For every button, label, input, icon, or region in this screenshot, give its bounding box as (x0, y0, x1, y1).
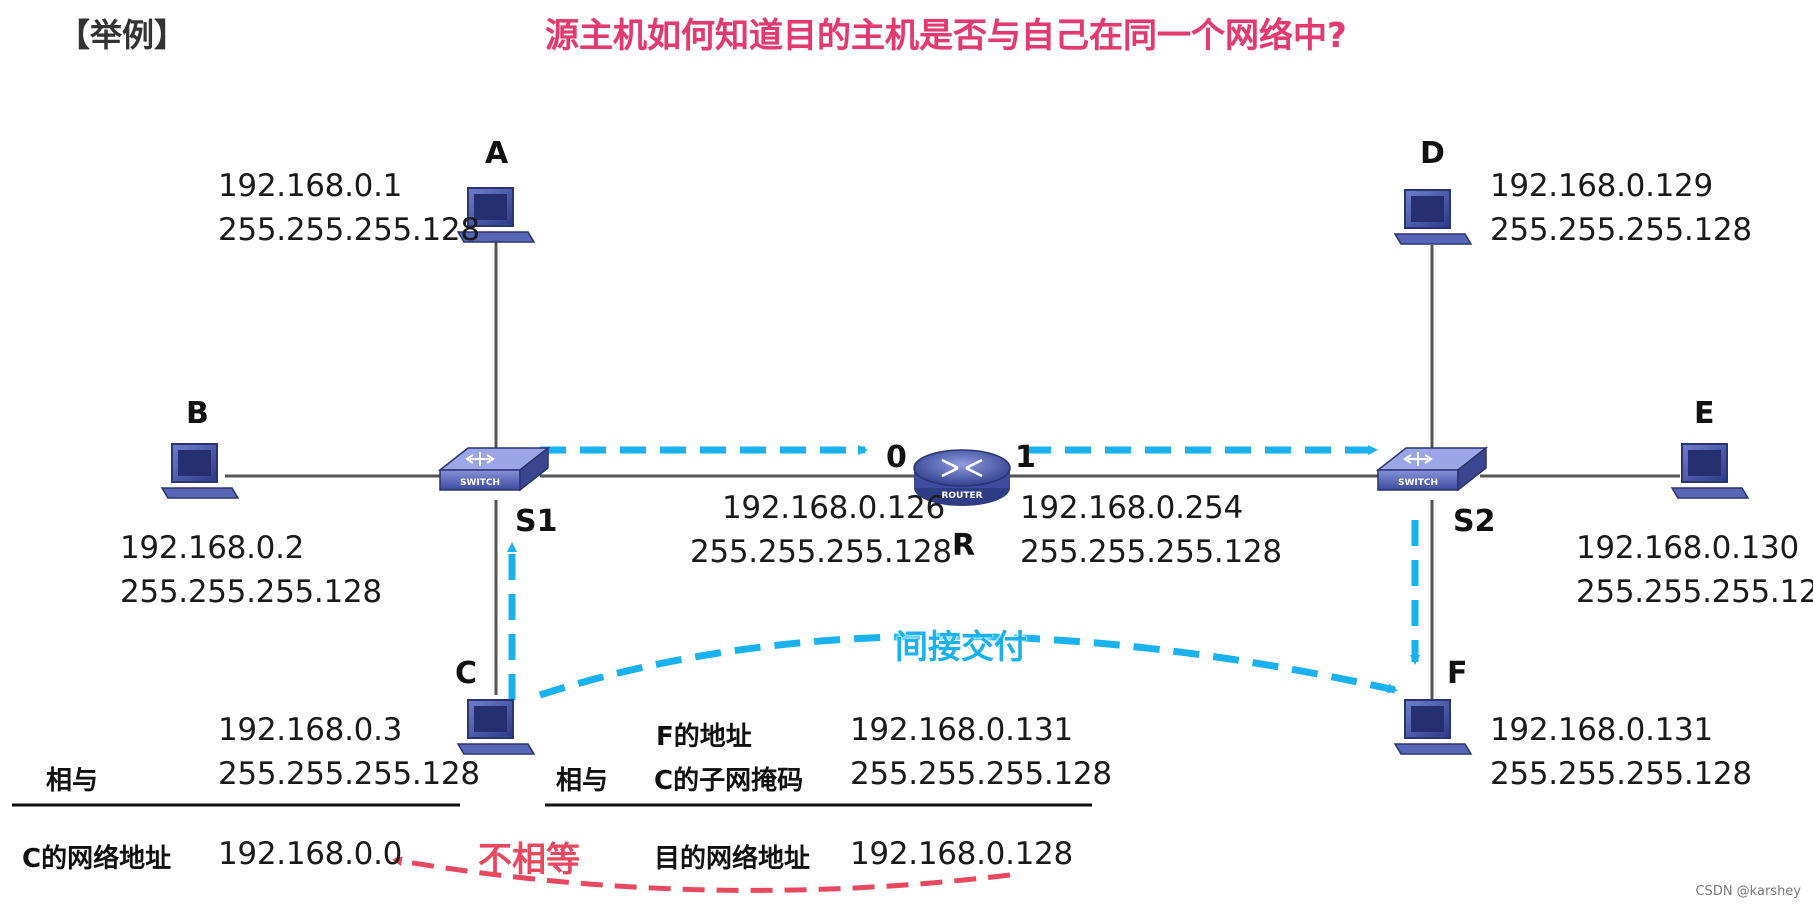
host-c-ip: 192.168.0.3 (218, 712, 403, 748)
destination-network-label: 目的网络地址 (654, 844, 811, 874)
host-a-mask: 255.255.255.128 (218, 212, 480, 248)
host-e-ip: 192.168.0.130 (1576, 530, 1799, 566)
router-label: R (952, 528, 976, 563)
c-subnet-mask-value: 255.255.255.128 (850, 756, 1112, 792)
not-equal-label: 不相等 (478, 840, 580, 880)
left-and-label: 相与 (46, 766, 99, 796)
switch-s1-device-text: SWITCH (460, 478, 500, 488)
delivery-arrows (507, 445, 1420, 700)
host-b-mask: 255.255.255.128 (120, 574, 382, 610)
pc-icon-b (160, 443, 240, 499)
watermark: CSDN @karshey (1695, 884, 1801, 899)
arrow-indirect-delivery (538, 632, 1398, 699)
page-title: 源主机如何知道目的主机是否与自己在同一个网络中? (545, 16, 1347, 56)
c-network-address-label: C的网络地址 (22, 844, 172, 874)
links (225, 240, 1680, 700)
pc-icon-d (1393, 189, 1473, 245)
c-subnet-mask-label: C的子网掩码 (654, 766, 804, 796)
host-c-mask: 255.255.255.128 (218, 756, 480, 792)
c-network-address-value: 192.168.0.0 (218, 836, 403, 872)
right-and-label: 相与 (556, 766, 609, 796)
f-address-value: 192.168.0.131 (850, 712, 1073, 748)
host-a-name: A (485, 136, 509, 171)
host-e-mask: 255.255.255.128 (1576, 574, 1813, 610)
pc-icon-e (1670, 443, 1750, 499)
host-b-ip: 192.168.0.2 (120, 530, 305, 566)
host-f-ip: 192.168.0.131 (1490, 712, 1713, 748)
host-a-ip: 192.168.0.1 (218, 168, 403, 204)
switch-icon-s2: SWITCH (1375, 446, 1489, 492)
router-icon: ROUTER (913, 449, 1011, 506)
router-port1-label: 1 (1015, 440, 1036, 475)
switch-icon-s1: SWITCH (437, 446, 551, 492)
router-port0-label: 0 (886, 440, 907, 475)
pc-icon-a (456, 187, 536, 243)
router-port1-ip: 192.168.0.254 (1020, 490, 1243, 526)
f-address-label: F的地址 (656, 722, 752, 752)
host-e-name: E (1694, 396, 1715, 431)
host-f-name: F (1447, 656, 1468, 691)
switch-s2-device-text: SWITCH (1398, 478, 1438, 488)
pc-icon-c (456, 699, 536, 755)
router-port0-mask: 255.255.255.128 (690, 534, 952, 570)
host-d-ip: 192.168.0.129 (1490, 168, 1713, 204)
host-c-name: C (455, 656, 478, 691)
example-label: 【举例】 (58, 16, 187, 54)
host-f-mask: 255.255.255.128 (1490, 756, 1752, 792)
indirect-delivery-label: 间接交付 (895, 627, 1027, 666)
pc-icon-f (1393, 699, 1473, 755)
router-port0-ip: 192.168.0.126 (722, 490, 945, 526)
switch-s1-label: S1 (515, 504, 558, 539)
destination-network-value: 192.168.0.128 (850, 836, 1073, 872)
router-device-text: ROUTER (941, 491, 982, 501)
host-d-mask: 255.255.255.128 (1490, 212, 1752, 248)
arrow-not-equal (392, 856, 1011, 893)
host-b-name: B (186, 396, 209, 431)
router-port1-mask: 255.255.255.128 (1020, 534, 1282, 570)
switch-s2-label: S2 (1453, 504, 1496, 539)
host-d-name: D (1420, 136, 1445, 171)
